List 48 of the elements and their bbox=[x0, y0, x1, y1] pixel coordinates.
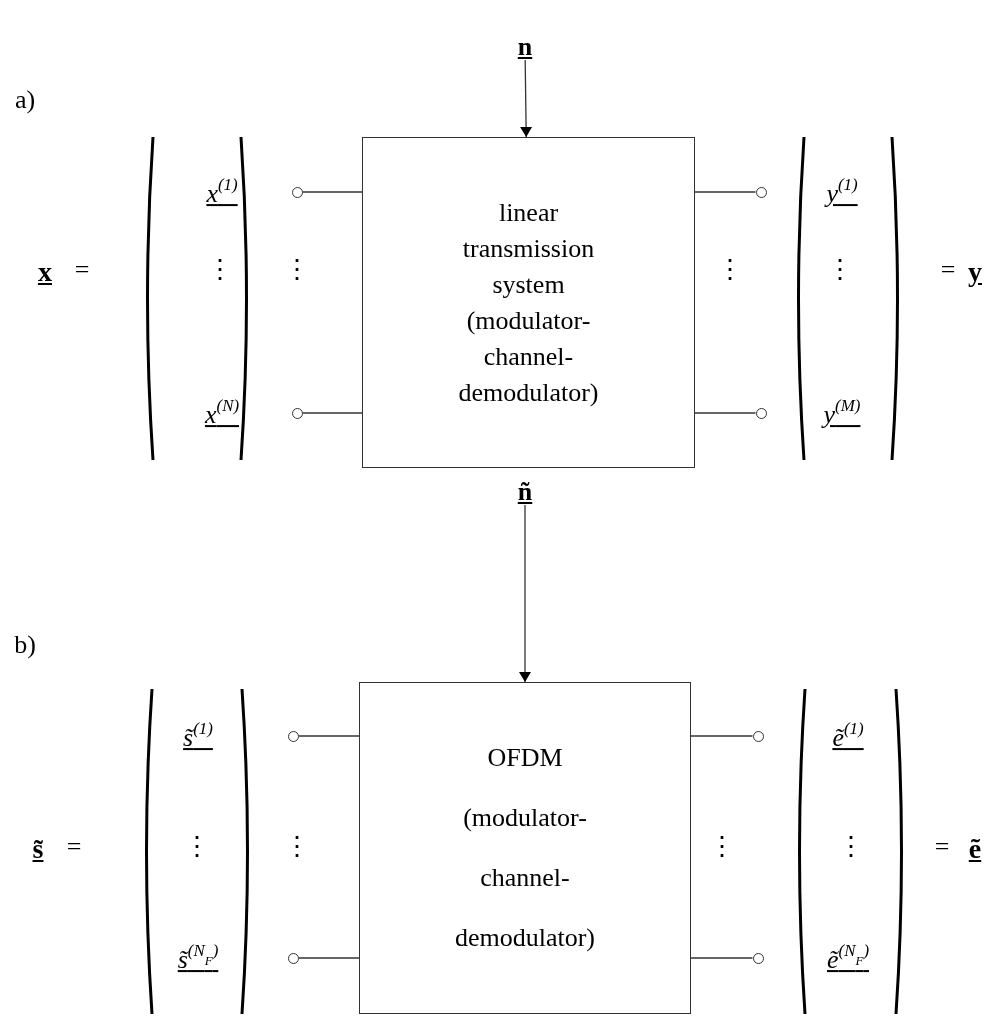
system-box bbox=[362, 137, 695, 468]
vector-symbol: x bbox=[38, 258, 52, 286]
box-label: linear transmission system (modulator- channel- demodulator) bbox=[457, 196, 600, 409]
vertical-ellipsis: ⋮ bbox=[284, 834, 310, 860]
vertical-ellipsis: ⋮ bbox=[838, 834, 864, 860]
terminal-circle bbox=[752, 730, 764, 742]
vertical-ellipsis: ⋮ bbox=[284, 257, 310, 283]
vertical-ellipsis: ⋮ bbox=[827, 257, 853, 283]
terminal-circle bbox=[287, 952, 299, 964]
vertical-ellipsis: ⋮ bbox=[709, 834, 735, 860]
box-label: OFDM (modulator- channel- demodulator) bbox=[453, 742, 597, 954]
arrow bbox=[520, 59, 533, 138]
equals-sign: = bbox=[934, 834, 950, 860]
terminal-circle bbox=[291, 186, 303, 198]
terminal-circle bbox=[287, 730, 299, 742]
terminal-circle bbox=[752, 952, 764, 964]
connector-line bbox=[690, 957, 754, 959]
vector-entry: x$^{(N)}$ bbox=[204, 398, 240, 428]
vector-symbol: ẽ bbox=[968, 835, 982, 863]
terminal-circle bbox=[755, 186, 767, 198]
vector-entry: x$^{(1)}$ bbox=[206, 177, 238, 207]
vector-symbol: y bbox=[968, 258, 982, 286]
terminal-circle bbox=[291, 407, 303, 419]
connector-line bbox=[690, 735, 754, 737]
connector-line bbox=[301, 412, 363, 414]
vector-symbol: s̃ bbox=[32, 835, 44, 863]
vertical-ellipsis: ⋮ bbox=[717, 257, 743, 283]
connector-line bbox=[297, 735, 360, 737]
vector-entry: y$^{(M)}$ bbox=[823, 398, 861, 428]
vector-entry: ẽ$^{(1)}$ bbox=[832, 721, 864, 751]
connector-line bbox=[694, 191, 757, 193]
system-box bbox=[359, 682, 691, 1014]
vector-entry: s̃$^{(1)}$ bbox=[183, 721, 213, 751]
panel-label: b) bbox=[14, 632, 36, 658]
panel-label: a) bbox=[14, 87, 36, 113]
noise-symbol: n bbox=[517, 34, 533, 60]
noise-symbol: ñ bbox=[517, 479, 533, 505]
vertical-ellipsis: ⋮ bbox=[207, 257, 233, 283]
equals-sign: = bbox=[74, 257, 90, 283]
arrow bbox=[519, 504, 531, 683]
vector-entry: y$^{(1)}$ bbox=[826, 177, 858, 207]
connector-line bbox=[301, 191, 363, 193]
vertical-ellipsis: ⋮ bbox=[184, 834, 210, 860]
connector-line bbox=[297, 957, 360, 959]
equals-sign: = bbox=[940, 257, 956, 283]
connector-line bbox=[694, 412, 757, 414]
equals-sign: = bbox=[66, 834, 82, 860]
terminal-circle bbox=[755, 407, 767, 419]
